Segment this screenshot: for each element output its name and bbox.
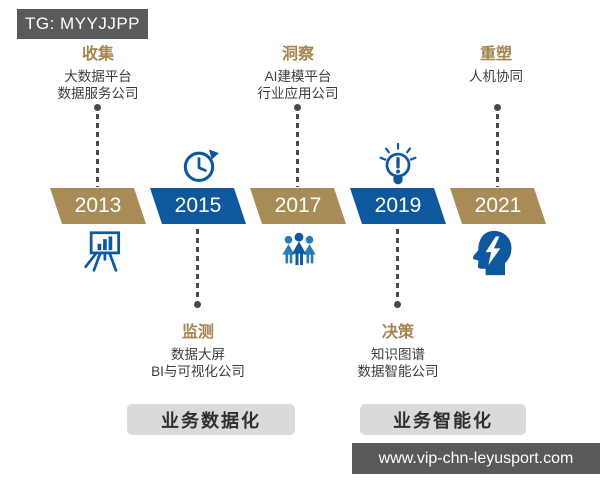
top-label-collect-line1: 大数据平台: [64, 69, 132, 84]
top-label-collect: 收集 大数据平台 数据服务公司: [28, 40, 168, 102]
connector-dot-2019: [394, 301, 401, 308]
connector-dot-2021: [494, 104, 501, 111]
bottom-label-decision: 决策 知识图谱 数据智能公司: [318, 318, 478, 380]
connector-line-2013: [96, 114, 99, 187]
connector-line-2017: [296, 114, 299, 187]
top-label-reshape-title: 重塑: [479, 46, 512, 63]
timeline-year-2021: 2021: [450, 188, 546, 224]
connector-line-2015: [196, 229, 199, 299]
connector-dot-2017: [294, 104, 301, 111]
timeline-year-2015: 2015: [150, 188, 246, 224]
top-label-reshape-line1: 人机协同: [469, 69, 523, 84]
top-label-insight-line2: 行业应用公司: [257, 86, 339, 101]
timeline-year-2019: 2019: [350, 188, 446, 224]
bottom-label-monitor-line2: BI与可视化公司: [151, 364, 245, 379]
bottom-label-monitor-title: 监测: [181, 324, 214, 341]
bottom-label-monitor: 监测 数据大屏 BI与可视化公司: [118, 318, 278, 380]
top-label-insight-title: 洞察: [281, 46, 314, 63]
tg-watermark-badge: TG: MYYJJPP: [17, 9, 148, 39]
top-label-reshape: 重塑 人机协同: [426, 40, 566, 85]
top-label-collect-title: 收集: [81, 46, 114, 63]
site-watermark-badge: www.vip-chn-leyusport.com: [352, 443, 600, 474]
lightbulb-alert-icon: [379, 142, 417, 185]
bottom-label-decision-line2: 数据智能公司: [357, 364, 439, 379]
connector-dot-2013: [94, 104, 101, 111]
top-label-insight-line1: AI建模平台: [264, 69, 332, 84]
top-label-insight: 洞察 AI建模平台 行业应用公司: [228, 40, 368, 102]
clock-history-icon: [183, 149, 219, 182]
presentation-easel-icon: [84, 231, 121, 272]
team-icon: [282, 232, 316, 266]
bottom-label-decision-line1: 知识图谱: [371, 347, 425, 362]
top-label-collect-line2: 数据服务公司: [57, 86, 139, 101]
stage-box-intelligence: 业务智能化: [360, 404, 526, 435]
bottom-label-monitor-line1: 数据大屏: [171, 347, 225, 362]
timeline-year-2013: 2013: [50, 188, 146, 224]
stage-box-digitization: 业务数据化: [127, 404, 295, 435]
head-lightning-icon: [473, 230, 512, 276]
connector-line-2019: [396, 229, 399, 299]
bottom-label-decision-title: 决策: [381, 324, 414, 341]
connector-line-2021: [496, 114, 499, 187]
connector-dot-2015: [194, 301, 201, 308]
timeline-year-2017: 2017: [250, 188, 346, 224]
